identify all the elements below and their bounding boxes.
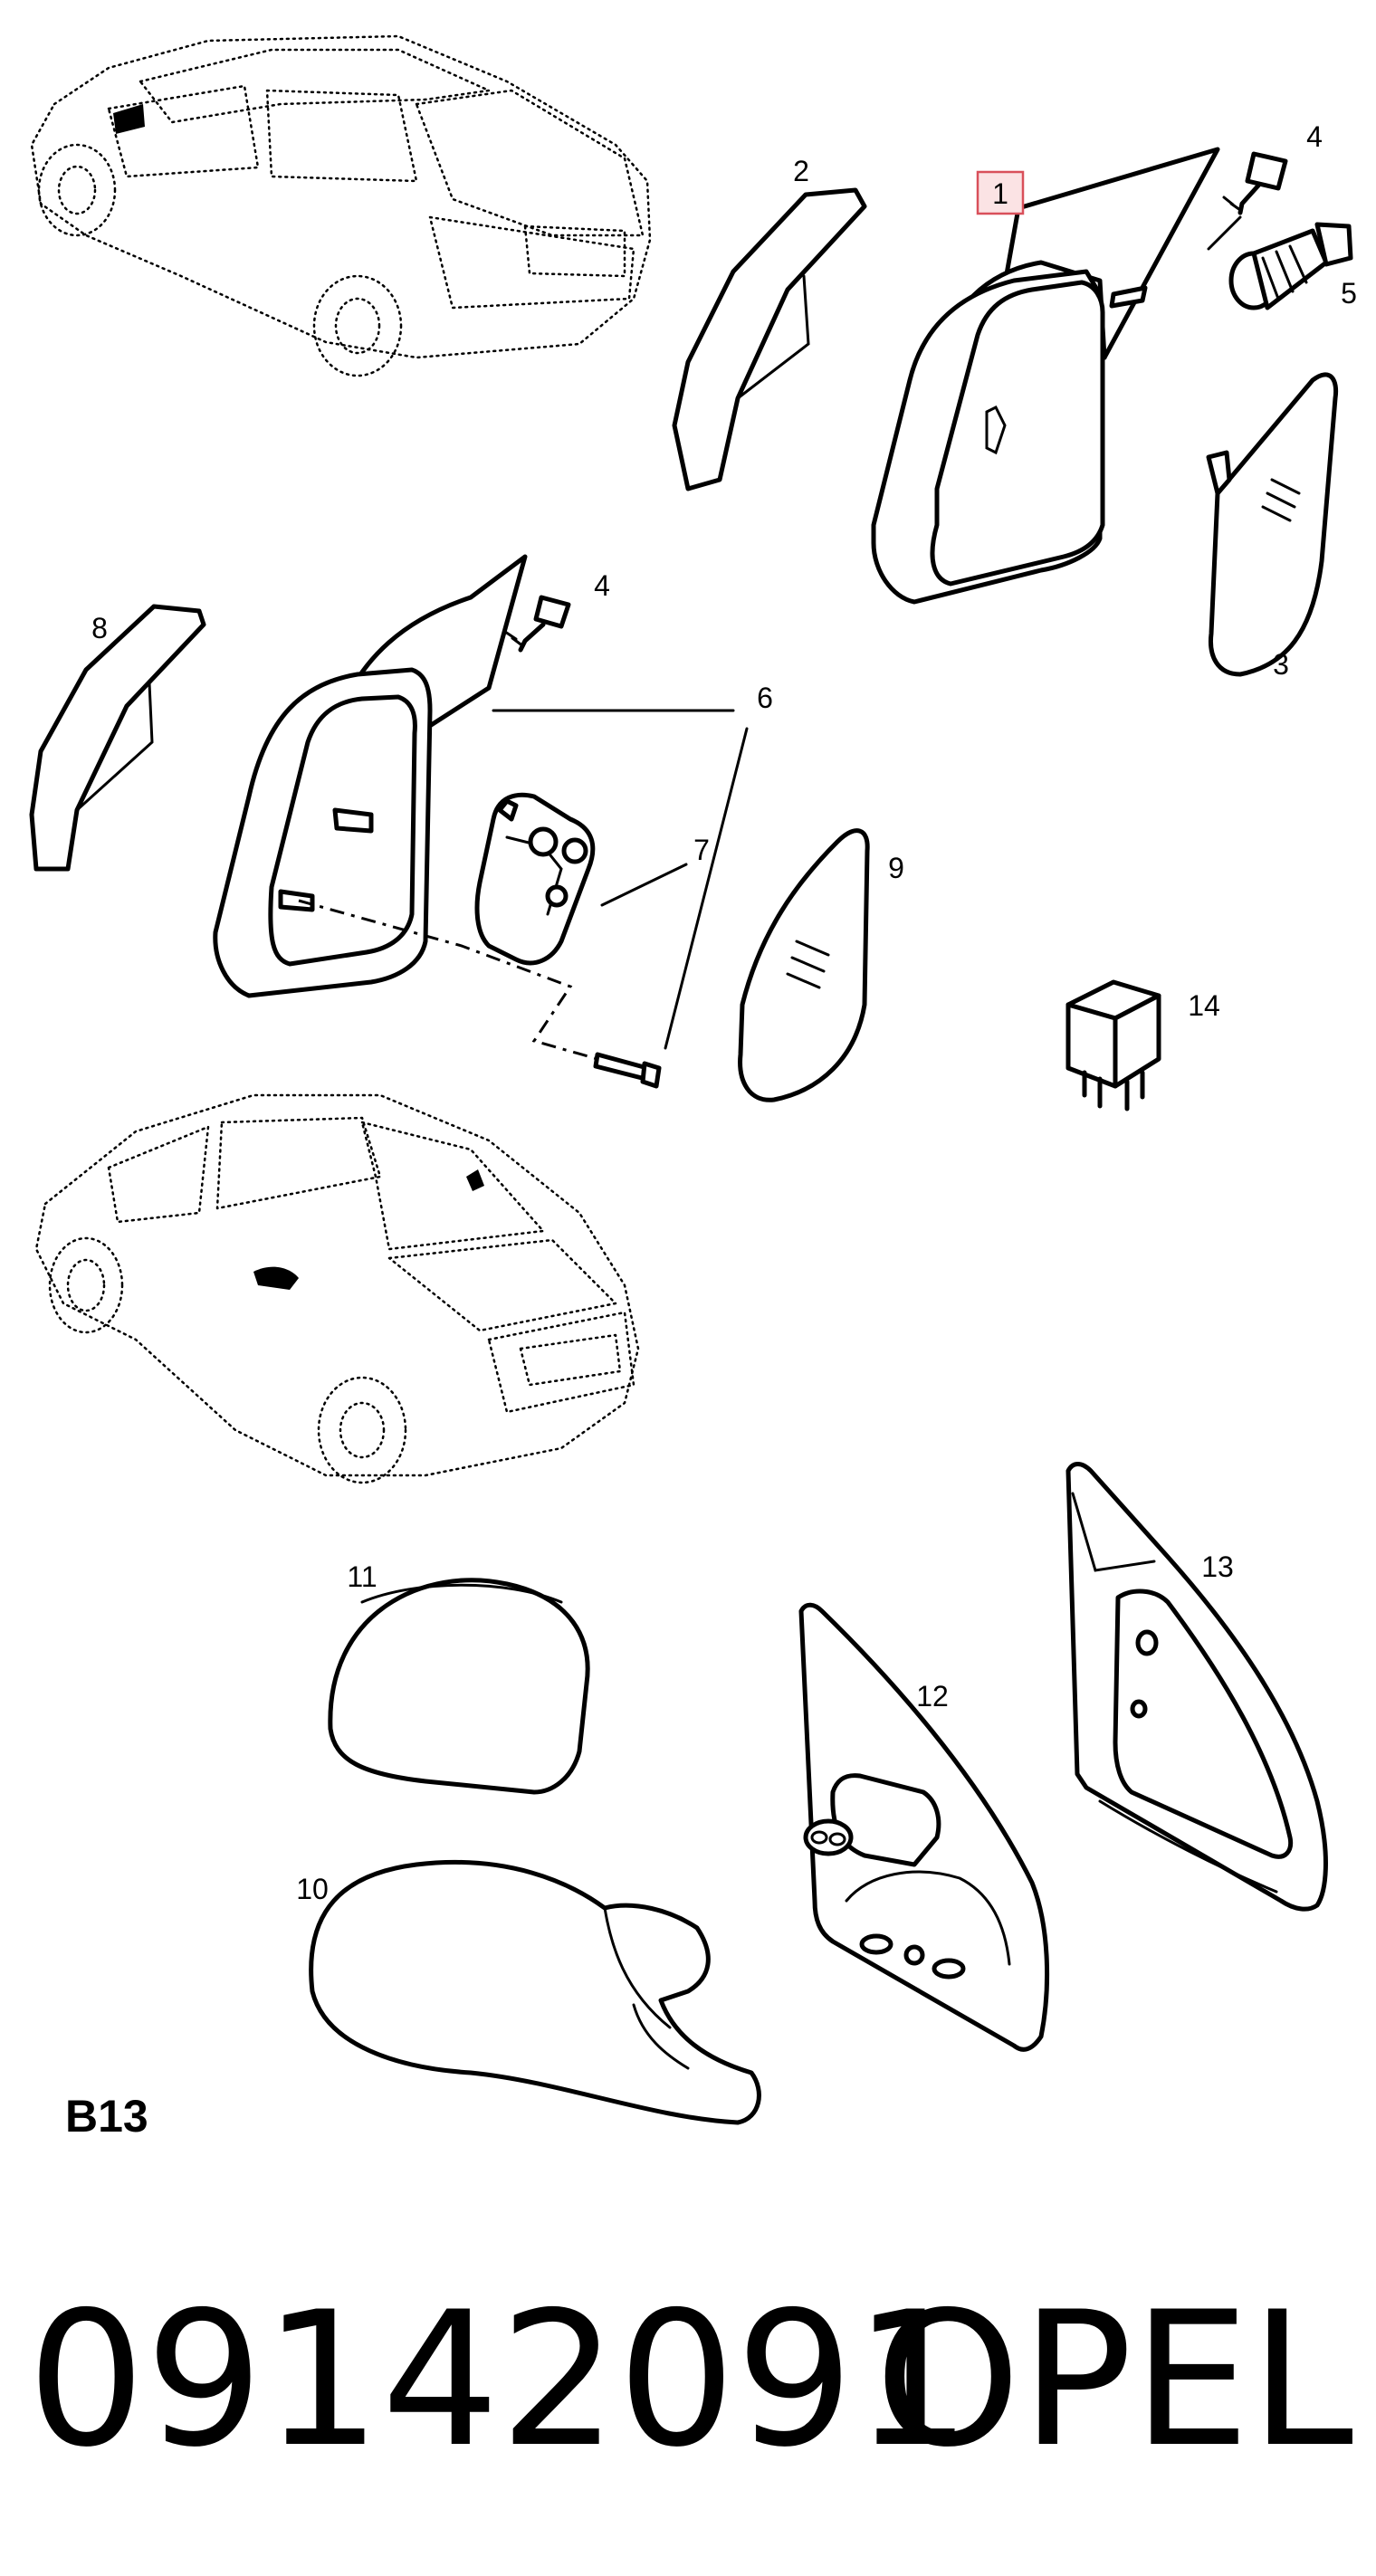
callout-13: 13: [1201, 1550, 1234, 1583]
adjuster-motor-part-7: [474, 792, 596, 966]
car-front-view-illustration: [34, 1093, 640, 1484]
callout-10: 10: [296, 1873, 329, 1905]
relay-part-14: [1065, 979, 1161, 1111]
mirror-glass-part-9: [738, 828, 870, 1102]
screw-part-4-top: [1207, 151, 1288, 251]
brand-name: OPEL: [874, 2273, 1353, 2488]
callout-6: 6: [757, 682, 773, 714]
callout-4-left: 4: [594, 569, 610, 602]
callout-5: 5: [1341, 277, 1357, 310]
mirror-cover-part-10: [309, 1859, 761, 2125]
car-rear-view-illustration: [30, 34, 652, 377]
callout-9: 9: [888, 852, 904, 884]
part-number: 09142091: [27, 2273, 971, 2488]
callout-3: 3: [1273, 648, 1289, 681]
mirror-glass-part-11: [328, 1578, 590, 1795]
callout-1-highlight: [976, 170, 1025, 215]
callout-4-top: 4: [1306, 120, 1323, 153]
mirror-cover-cap-part-2: [672, 187, 867, 491]
mirror-housing-part-6: [213, 554, 598, 1061]
callout-11: 11: [347, 1560, 377, 1593]
callout-2: 2: [793, 155, 809, 187]
mirror-glass-part-3: [1206, 372, 1339, 677]
complete-mirror-assembly-part-1: [871, 147, 1220, 605]
callout-7: 7: [693, 834, 710, 866]
screw-bottom: [593, 1052, 662, 1089]
leader-lines: [492, 709, 749, 1050]
mirror-base-part-12: [798, 1602, 1050, 2052]
callout-12: 12: [916, 1680, 949, 1713]
callout-14: 14: [1188, 989, 1220, 1022]
callout-1: 1: [992, 177, 1008, 210]
screw-part-4-left: [503, 595, 571, 653]
mirror-base-part-13: [1065, 1462, 1328, 1912]
mirror-cover-cap-part-8: [29, 604, 206, 872]
callout-8: 8: [91, 612, 108, 644]
grommet-part-5: [1228, 222, 1353, 310]
section-code: B13: [65, 2091, 148, 2142]
